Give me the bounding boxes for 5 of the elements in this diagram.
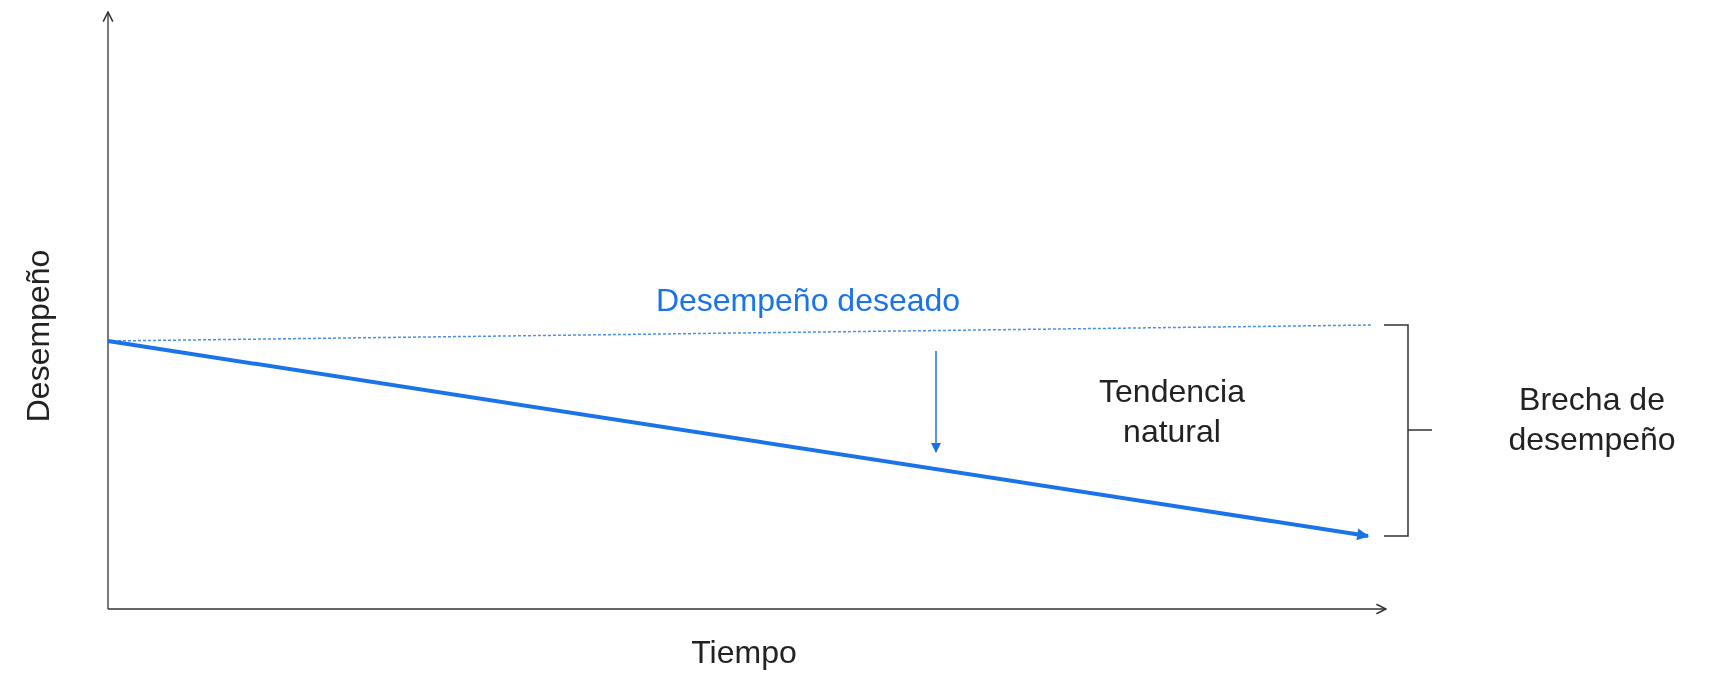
line-label: Desempeño deseado: [655, 281, 961, 320]
y-axis-title: Desempeño: [19, 249, 57, 423]
x-axis-title: Tiempo: [691, 633, 797, 672]
bracket-label: Brecha de desempeño: [1507, 380, 1677, 459]
line-label: Tendencia natural: [1098, 372, 1246, 451]
